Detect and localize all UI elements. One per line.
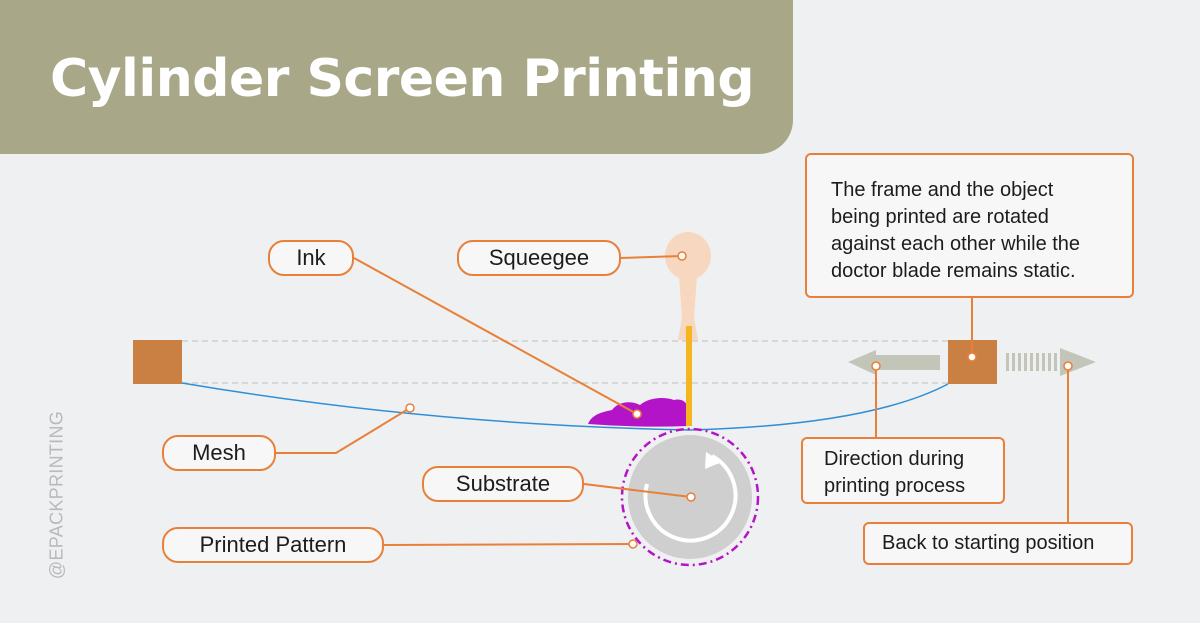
callout-line-pattern — [383, 543, 634, 546]
callout-line-substrate — [583, 483, 692, 498]
rotation-arrow-head — [705, 452, 722, 469]
label-ink: Ink — [268, 240, 354, 276]
callout-dot-back — [1063, 361, 1073, 371]
squeegee-handle-top — [665, 232, 711, 280]
note-direction: Direction during printing process — [801, 437, 1005, 504]
callout-dot-ink — [632, 409, 642, 419]
note-direction-line: printing process — [824, 475, 966, 497]
note-direction-line: Direction during — [824, 448, 965, 470]
note-frame-line: The frame and the object — [831, 179, 1054, 201]
squeegee-blade — [686, 326, 692, 426]
note-frame-line: being printed are rotated — [831, 206, 1049, 228]
squeegee-handle-neck — [678, 275, 698, 340]
callout-dot-mesh — [405, 403, 415, 413]
title-banner: Cylinder Screen Printing — [0, 0, 793, 154]
note-back-to-start: Back to starting position — [863, 522, 1133, 565]
direction-arrow — [848, 350, 940, 375]
callout-dots — [405, 251, 1073, 549]
callout-dot-direction — [871, 361, 881, 371]
callout-line-mesh — [276, 407, 411, 454]
callout-line-squeegee — [620, 255, 683, 259]
frame-block-left — [133, 340, 182, 384]
note-frame-rotation: The frame and the object being printed a… — [805, 153, 1134, 298]
callout-lines — [276, 255, 1069, 546]
label-squeegee: Squeegee — [457, 240, 621, 276]
label-substrate: Substrate — [422, 466, 584, 502]
callout-dot-substrate — [686, 492, 696, 502]
callout-dot-pattern — [628, 539, 638, 549]
note-frame-line: against each other while the — [831, 233, 1081, 255]
rotation-arrow-arc — [643, 454, 738, 543]
callout-dot-squeegee — [677, 251, 687, 261]
callout-line-ink — [353, 257, 638, 415]
note-frame-line: doctor blade remains static. — [831, 260, 1076, 282]
callout-dot-frame — [967, 352, 977, 362]
label-mesh: Mesh — [162, 435, 276, 471]
mesh-line — [181, 382, 949, 431]
printed-pattern-outline — [620, 427, 760, 567]
back-arrow — [1006, 348, 1096, 376]
label-printed-pattern: Printed Pattern — [162, 527, 384, 563]
page-title: Cylinder Screen Printing — [50, 49, 755, 109]
